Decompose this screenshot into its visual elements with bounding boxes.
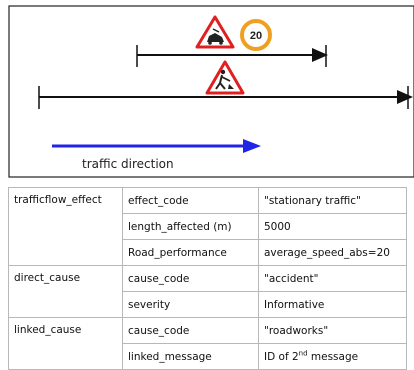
speed-limit-sign: 20 (240, 19, 272, 51)
attribute-key: linked_message (122, 343, 259, 370)
roadworks-warning-icon (205, 60, 245, 95)
attribute-key: Road_performance (122, 239, 259, 266)
group-trafficflow-effect: trafficflow_effect (8, 187, 123, 266)
table-row: Road_performance average_speed_abs=20 (9, 239, 407, 266)
table-row: trafficflow_effect effect_code "stationa… (8, 187, 407, 266)
traffic-diagram: 20 traffic direction (8, 5, 414, 178)
attribute-value: average_speed_abs=20 (258, 239, 407, 266)
attribute-key: severity (122, 291, 259, 318)
attribute-key: cause_code (122, 317, 259, 344)
car-crash-warning-icon (195, 15, 235, 49)
value-superscript: nd (298, 349, 308, 357)
roadworks-extent-arrow (38, 86, 413, 109)
attribute-value: 5000 (258, 213, 407, 240)
attribute-key: effect_code (122, 187, 259, 214)
accident-extent-arrow (136, 45, 328, 67)
speed-limit-value: 20 (250, 30, 262, 42)
attribute-key: length_affected (m) (122, 213, 259, 240)
attribute-value: ID of 2nd message (258, 343, 407, 370)
table-row: linked_message ID of 2nd message (9, 343, 407, 370)
attribute-key: cause_code (122, 265, 259, 292)
message-attributes-table: trafficflow_effect effect_code "stationa… (8, 187, 407, 370)
value-prefix: ID of 2 (264, 350, 299, 363)
attribute-value: Informative (258, 291, 407, 318)
table-row: linked_cause cause_code "roadworks" (8, 317, 407, 370)
group-direct-cause: direct_cause (8, 265, 123, 318)
traffic-direction-label: traffic direction (82, 157, 174, 171)
group-linked-cause: linked_cause (8, 317, 123, 370)
table-row: direct_cause cause_code "accident" (8, 265, 407, 318)
attribute-value: "roadworks" (258, 317, 407, 344)
attribute-value: "accident" (258, 265, 407, 292)
table-row: severity Informative (9, 291, 407, 318)
table-row: length_affected (m) 5000 (9, 213, 407, 240)
value-suffix: message (307, 350, 359, 363)
attribute-value: "stationary traffic" (258, 187, 407, 214)
traffic-direction-arrow (52, 139, 261, 153)
